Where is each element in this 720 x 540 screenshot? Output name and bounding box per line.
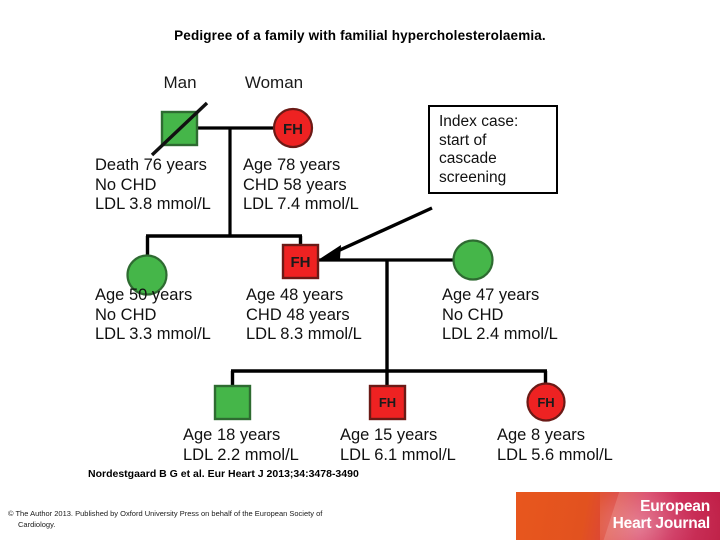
detail-line: Age 47 years xyxy=(442,286,540,304)
symbol-g3-child-1[interactable] xyxy=(213,384,252,421)
detail-line: LDL 5.6 mmol/L xyxy=(497,445,613,464)
fh-marker-g3-child-2: FH xyxy=(379,395,396,410)
detail-line: LDL 3.3 mmol/L xyxy=(95,325,211,343)
detail-line: LDL 6.1 mmol/L xyxy=(340,445,456,464)
logo-line-2: Heart Journal xyxy=(612,515,711,532)
person-details-g3-child-1: Age 18 years LDL 2.2 mmol/L xyxy=(183,426,299,465)
detail-line: Death 76 years xyxy=(95,156,207,174)
person-details-g1-father: Death 76 years No CHD LDL 3.8 mmol/L xyxy=(95,156,211,215)
detail-line: LDL 8.3 mmol/L xyxy=(246,325,362,343)
detail-line: CHD 58 years xyxy=(243,175,347,194)
callout-line-1: Index case: xyxy=(439,113,519,130)
fh-marker-g3-child-3: FH xyxy=(537,395,554,410)
callout-line-2: start of xyxy=(439,131,487,149)
detail-line: Age 8 years xyxy=(497,426,586,444)
detail-line: LDL 3.8 mmol/L xyxy=(95,195,211,213)
person-details-g2-index-case: Age 48 years CHD 48 years LDL 8.3 mmol/L xyxy=(246,286,362,345)
detail-line: LDL 2.2 mmol/L xyxy=(183,445,299,464)
detail-line: LDL 2.4 mmol/L xyxy=(442,325,558,343)
legend-label-man: Man xyxy=(163,73,197,92)
detail-line: Age 48 years xyxy=(246,286,344,304)
person-details-g2-spouse: Age 47 years No CHD LDL 2.4 mmol/L xyxy=(442,286,558,345)
person-details-g3-child-2: Age 15 years LDL 6.1 mmol/L xyxy=(340,426,456,465)
index-case-arrow xyxy=(318,206,433,260)
person-details-g2-daughter: Age 50 years No CHD LDL 3.3 mmol/L xyxy=(95,286,211,345)
person-details-g1-mother: Age 78 years CHD 58 years LDL 7.4 mmol/L xyxy=(243,156,359,215)
detail-line: Age 15 years xyxy=(340,426,438,444)
symbol-g1-mother[interactable]: FH xyxy=(272,107,314,149)
symbol-g2-spouse[interactable] xyxy=(452,239,494,281)
detail-line: CHD 48 years xyxy=(246,305,350,324)
symbol-g3-child-3[interactable]: FH xyxy=(526,382,566,422)
copyright-notice: © The Author 2013. Published by Oxford U… xyxy=(8,508,438,530)
fh-marker-g2-index-case: FH xyxy=(291,254,311,271)
person-details-g3-child-3: Age 8 years LDL 5.6 mmol/L xyxy=(497,426,613,465)
copyright-line-1: © The Author 2013. Published by Oxford U… xyxy=(8,509,323,518)
detail-line: No CHD xyxy=(95,175,157,194)
citation-text: Nordestgaard B G et al. Eur Heart J 2013… xyxy=(88,468,359,480)
fh-marker-g1-mother: FH xyxy=(283,121,303,138)
detail-line: No CHD xyxy=(95,305,157,324)
pedigree-graphics: FH FH FH xyxy=(126,101,566,422)
detail-line: No CHD xyxy=(442,305,504,324)
detail-line: Age 50 years xyxy=(95,286,193,304)
symbol-g3-child-2[interactable]: FH xyxy=(368,384,407,421)
detail-line: Age 78 years xyxy=(243,156,341,174)
logo-sheen xyxy=(600,492,720,540)
g2-connector-lines xyxy=(230,258,548,390)
callout-line-3: cascade xyxy=(439,150,497,167)
detail-line: LDL 7.4 mmol/L xyxy=(243,195,359,213)
callout-line-4: screening xyxy=(439,168,507,186)
pedigree-figure: FH FH FH xyxy=(0,60,720,464)
symbol-g2-daughter[interactable] xyxy=(126,254,168,296)
copyright-line-2: Cardiology. xyxy=(18,520,56,529)
page-title: Pedigree of a family with familial hyper… xyxy=(174,28,546,43)
logo-wordmark: European Heart Journal xyxy=(612,498,711,532)
symbol-g1-father[interactable] xyxy=(150,101,209,157)
symbol-g2-index-case[interactable]: FH xyxy=(281,243,320,280)
legend-label-woman: Woman xyxy=(244,73,304,92)
logo-line-1: European xyxy=(640,498,710,515)
index-case-callout: Index case: start of cascade screening xyxy=(428,105,558,194)
detail-line: Age 18 years xyxy=(183,426,281,444)
european-heart-journal-logo: European Heart Journal xyxy=(516,492,720,540)
